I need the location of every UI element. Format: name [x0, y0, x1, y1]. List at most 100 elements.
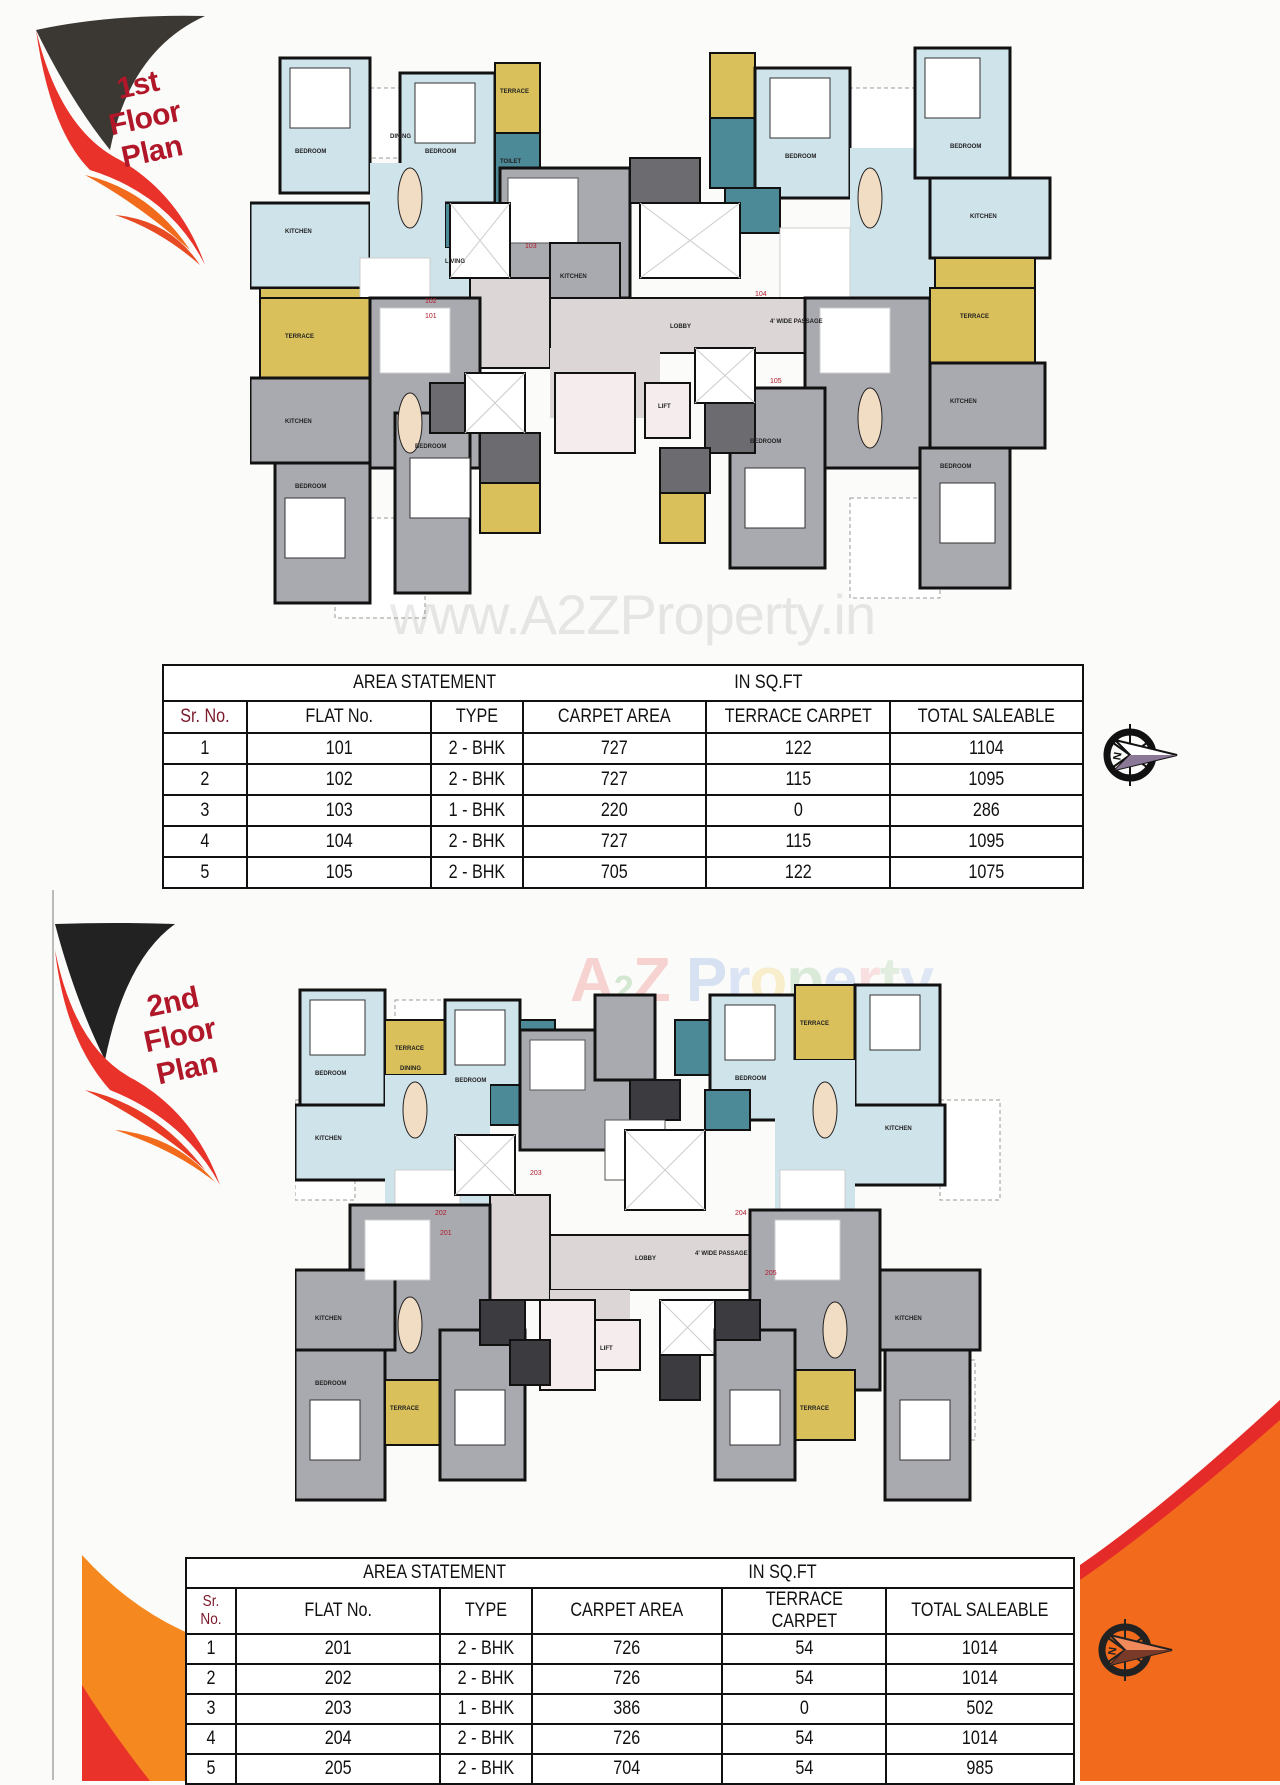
column-header: Sr. No. — [168, 700, 242, 734]
flat-label-102: 102 — [425, 298, 437, 305]
flat-203-plan — [518, 993, 681, 1181]
table-cell: 0 — [733, 1693, 875, 1725]
table-title: AREA STATEMENT — [211, 1557, 506, 1589]
area-statement-table: AREA STATEMENT IN SQ.FT Sr. No. FLAT No.… — [162, 664, 1084, 889]
table-cell: 3 — [188, 1693, 234, 1725]
flat-label-205: 205 — [765, 1270, 777, 1277]
table-row: 3 103 1 - BHK 220 0 286 — [163, 794, 1083, 827]
room-label-bedroom: BEDROOM — [455, 1078, 486, 1084]
table-cell: 2 — [188, 1663, 234, 1695]
open-shafts — [449, 202, 756, 434]
flat-103-plan — [498, 157, 701, 334]
flat-label-105: 105 — [770, 378, 782, 385]
table-cell: 2 - BHK — [437, 763, 518, 796]
room-label-terrace: TERRACE — [395, 1046, 424, 1052]
table-row: 4 104 2 - BHK 727 115 1095 — [163, 825, 1083, 858]
table-cell: 203 — [250, 1693, 426, 1725]
table-cell: 1104 — [903, 732, 1070, 765]
table-cell: 704 — [545, 1753, 709, 1785]
table-cell: 54 — [733, 1633, 875, 1665]
room-label-kitchen: KITCHEN — [315, 1136, 342, 1142]
table-cell: 1095 — [903, 763, 1070, 796]
table-cell: 2 — [168, 763, 242, 796]
table-cell: 1014 — [899, 1663, 1061, 1695]
flat-label-203: 203 — [530, 1170, 542, 1177]
table-cell: 727 — [535, 763, 693, 796]
table-row: 4 204 2 - BHK 726 54 1014 — [186, 1723, 1074, 1755]
room-label-bedroom: BEDROOM — [415, 444, 446, 450]
table-cell: 985 — [899, 1753, 1061, 1785]
table-cell: 2 - BHK — [446, 1633, 527, 1665]
table-cell: 2 - BHK — [446, 1753, 527, 1785]
room-label-terrace: TERRACE — [800, 1406, 829, 1412]
flat-label-103: 103 — [525, 243, 537, 250]
room-label-bedroom: BEDROOM — [295, 484, 326, 490]
column-header: CARPET AREA — [545, 1587, 709, 1635]
second-floor-plan: 202 201 203 204 205 LOBBY 4' WIDE PASSAG… — [295, 983, 1001, 1502]
room-label-kitchen: KITCHEN — [895, 1316, 922, 1322]
table-cell: 2 - BHK — [446, 1663, 527, 1695]
table-cell: 386 — [545, 1693, 709, 1725]
room-label-bedroom: BEDROOM — [315, 1071, 346, 1077]
table-cell: 54 — [733, 1753, 875, 1785]
table-row: 3 203 1 - BHK 386 0 502 — [186, 1693, 1074, 1725]
watermark-url: www.A2ZProperty.in — [390, 583, 876, 646]
table-cell: 105 — [259, 856, 419, 889]
column-header: TOTAL SALEABLE — [903, 700, 1070, 734]
lift-label: LIFT — [658, 404, 671, 410]
table-cell: 2 - BHK — [437, 825, 518, 858]
lift-label: LIFT — [600, 1346, 613, 1352]
room-label-bedroom: BEDROOM — [295, 149, 326, 155]
room-label-kitchen: KITCHEN — [560, 274, 587, 280]
room-label-terrace: TERRACE — [960, 314, 989, 320]
room-label-living: LIVING — [445, 259, 465, 265]
room-label-terrace: TERRACE — [800, 1021, 829, 1027]
room-label-bedroom: BEDROOM — [750, 439, 781, 445]
table-cell: 4 — [188, 1723, 234, 1755]
lobby-label: LOBBY — [670, 324, 691, 330]
table-cell: 54 — [733, 1663, 875, 1695]
room-label-bedroom: BEDROOM — [315, 1381, 346, 1387]
table-cell: 122 — [718, 856, 878, 889]
table-cell: 122 — [718, 732, 878, 765]
table-cell: 4 — [168, 825, 242, 858]
table-cell: 286 — [903, 794, 1070, 827]
table-row: 1 101 2 - BHK 727 122 1104 — [163, 732, 1083, 765]
svg-text:N: N — [1106, 1646, 1119, 1656]
flat-105-plan — [659, 287, 1047, 590]
room-label-bedroom: BEDROOM — [785, 154, 816, 160]
north-compass-icon: N — [1098, 1619, 1173, 1681]
room-label-terrace: TERRACE — [390, 1406, 419, 1412]
table-cell: 101 — [259, 732, 419, 765]
table-unit: IN SQ.FT — [748, 1557, 1049, 1589]
table-row: 2 202 2 - BHK 726 54 1014 — [186, 1663, 1074, 1695]
table-cell: 103 — [259, 794, 419, 827]
room-label-toilet: TOILET — [500, 159, 522, 165]
room-label-dining: DINING — [390, 134, 411, 140]
table-cell: 1 - BHK — [437, 794, 518, 827]
flat-label-204: 204 — [735, 1210, 747, 1217]
table-cell: 201 — [250, 1633, 426, 1665]
flat-label-101: 101 — [425, 313, 437, 320]
table-cell: 2 - BHK — [437, 856, 518, 889]
room-label-dining: DINING — [400, 1066, 421, 1072]
table-unit: IN SQ.FT — [734, 664, 1056, 702]
table-cell: 220 — [535, 794, 693, 827]
room-label-kitchen: KITCHEN — [885, 1126, 912, 1132]
room-label-bedroom: BEDROOM — [735, 1076, 766, 1082]
table-cell: 502 — [899, 1693, 1061, 1725]
column-header: FLAT No. — [250, 1587, 426, 1635]
room-label-kitchen: KITCHEN — [950, 399, 977, 405]
table-row: 5 105 2 - BHK 705 122 1075 — [163, 856, 1083, 889]
table-cell: 1014 — [899, 1723, 1061, 1755]
table-cell: 204 — [250, 1723, 426, 1755]
flat-201-plan — [295, 1203, 551, 1502]
table-cell: 2 - BHK — [437, 732, 518, 765]
column-header: TYPE — [446, 1587, 527, 1635]
flat-205-plan — [659, 1208, 982, 1502]
passage-label: 4' WIDE PASSAGE — [695, 1251, 748, 1257]
table-cell: 1 — [188, 1633, 234, 1665]
table-cell: 5 — [168, 856, 242, 889]
room-label-kitchen: KITCHEN — [970, 214, 997, 220]
table-cell: 1095 — [903, 825, 1070, 858]
